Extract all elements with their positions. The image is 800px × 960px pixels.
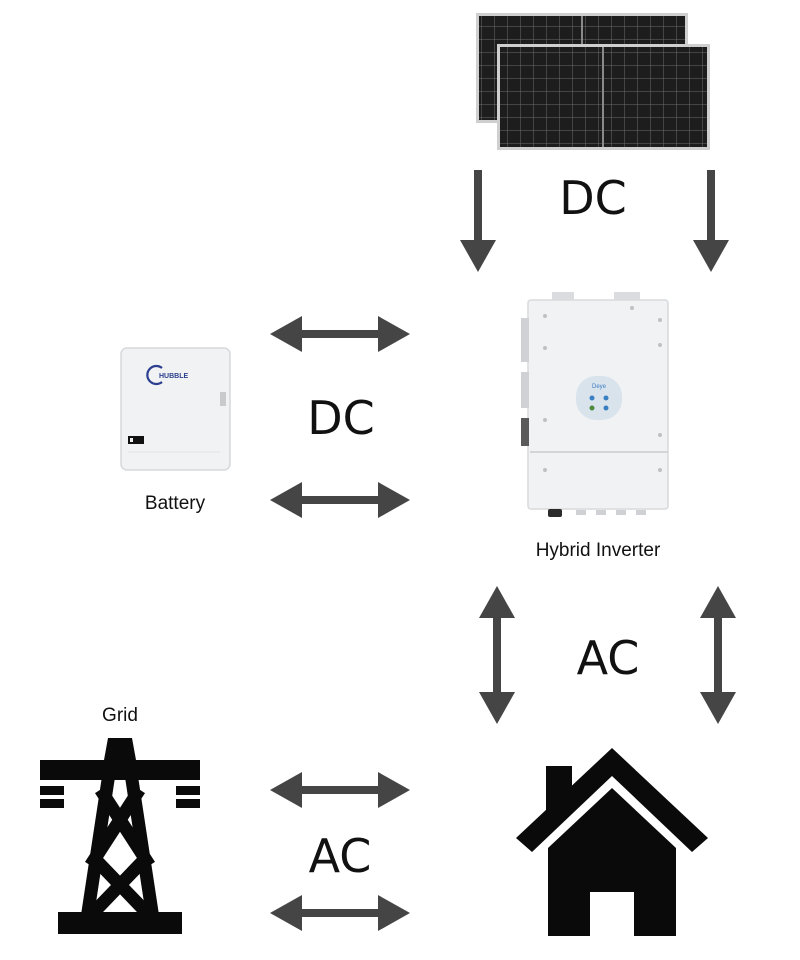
battery-brand: HUBBLE (159, 373, 188, 380)
solar-dc-arrows (460, 170, 729, 272)
solar-dc-label: DC (559, 171, 627, 225)
battery-dc-arrows (270, 316, 410, 518)
battery-dc-label: DC (307, 391, 375, 445)
house-ac-arrows (479, 586, 736, 724)
grid-label: Grid (102, 705, 138, 726)
house-icon (516, 748, 708, 936)
transmission-tower-icon (40, 738, 200, 934)
grid-ac-arrows (270, 772, 410, 931)
battery-label: Battery (145, 493, 206, 514)
inverter-brand: Deye (592, 384, 607, 390)
house-ac-label: AC (577, 631, 640, 685)
hybrid-inverter-icon: Deye (521, 292, 669, 517)
solar-panels-icon (476, 13, 710, 150)
grid-ac-label: AC (309, 829, 372, 883)
battery-icon: HUBBLE (120, 347, 231, 471)
inverter-label: Hybrid Inverter (536, 540, 661, 561)
